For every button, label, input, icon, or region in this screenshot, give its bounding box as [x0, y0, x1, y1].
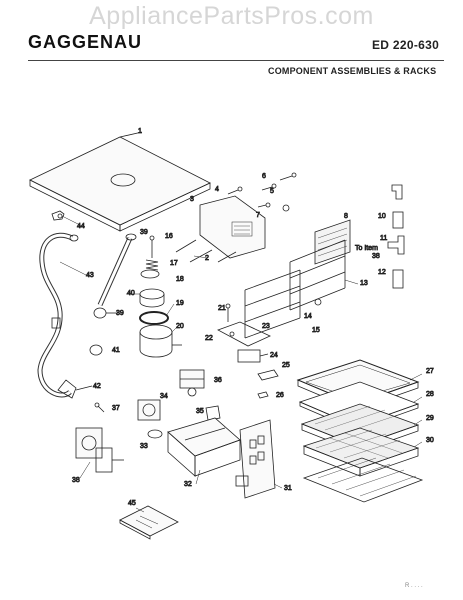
callout-31: 31 — [284, 485, 292, 492]
callout-41: 41 — [112, 347, 120, 354]
callout-35: 35 — [196, 408, 204, 415]
part-clip — [51, 210, 65, 221]
part-o-ring — [147, 429, 163, 439]
callout-33: 33 — [140, 443, 148, 450]
part-fan-grille — [314, 219, 351, 265]
brand-logo: GAGGENAU — [28, 32, 143, 52]
leader-lines — [59, 215, 423, 513]
callout-26: 26 — [276, 392, 284, 399]
part-control-board — [235, 419, 276, 499]
to-item-number: 38 — [372, 253, 380, 260]
part-spring — [145, 259, 159, 271]
callout-10: 10 — [378, 213, 386, 220]
callout-34: 34 — [160, 393, 168, 400]
part-pin — [149, 235, 155, 258]
callout-44: 44 — [77, 223, 85, 230]
callout-40: 40 — [127, 290, 135, 297]
callout-20: 20 — [176, 323, 184, 330]
part-connector — [257, 369, 279, 381]
callout-4: 4 — [215, 186, 219, 193]
model-number: ED 220-630 — [372, 38, 440, 52]
callout-18: 18 — [176, 276, 184, 283]
part-small-fitting — [257, 391, 269, 399]
part-rack-nut — [314, 298, 322, 306]
part-wire-rack — [302, 457, 424, 503]
callout-19: 19 — [176, 300, 184, 307]
callout-11: 11 — [380, 235, 387, 242]
part-hose-clamp — [89, 344, 103, 356]
part-sensor-screw — [225, 303, 231, 322]
part-sensor-housing — [217, 321, 271, 347]
part-solenoid-valve — [179, 369, 205, 397]
callout-13: 13 — [360, 280, 368, 287]
callout-16: 16 — [165, 233, 173, 240]
callout-23: 23 — [262, 323, 270, 330]
part-inlet-tube — [97, 233, 137, 307]
part-fan-bracket — [199, 195, 266, 259]
diagram-subtitle: COMPONENT ASSEMBLIES & RACKS — [268, 66, 437, 76]
part-drain-hose — [37, 232, 79, 398]
part-hose-connector — [93, 307, 118, 319]
callout-12: 12 — [378, 269, 386, 276]
callout-8: 8 — [344, 213, 348, 220]
part-elbow-pipe — [391, 184, 403, 200]
part-gasket — [139, 311, 169, 325]
callout-7: 7 — [256, 212, 260, 219]
callout-45: 45 — [128, 500, 136, 507]
part-inlet-valve — [137, 399, 161, 421]
callout-39-bottom: 39 — [116, 310, 124, 317]
part-screw — [94, 402, 105, 413]
callout-36: 36 — [214, 377, 222, 384]
part-top-panel — [29, 131, 211, 232]
callout-14: 14 — [304, 313, 312, 320]
part-small-bracket — [205, 405, 221, 421]
callout-24: 24 — [270, 352, 278, 359]
callout-6: 6 — [262, 173, 266, 180]
part-tee-fitting — [387, 235, 405, 255]
callout-39-top: 39 — [140, 229, 148, 236]
part-pipe-upper — [392, 211, 404, 229]
part-filter-disc — [140, 269, 160, 279]
to-item-note: To Item — [355, 245, 378, 252]
callout-37: 37 — [112, 405, 120, 412]
callout-25: 25 — [282, 362, 290, 369]
part-grid-rack — [302, 427, 420, 477]
callout-2: 2 — [205, 255, 209, 262]
part-manual — [119, 505, 179, 540]
callout-38: 38 — [72, 477, 80, 484]
part-pipe-lower — [392, 269, 404, 289]
part-thermostat — [237, 349, 269, 363]
callout-28: 28 — [426, 391, 434, 398]
watermark: AppliancePartsPros.com — [89, 2, 374, 30]
callout-32: 32 — [184, 481, 192, 488]
part-screws — [227, 172, 297, 212]
part-elbow-fitting — [57, 379, 93, 399]
callout-29: 29 — [426, 415, 434, 422]
page-footer: R . . . . — [405, 583, 423, 589]
callout-21: 21 — [218, 305, 226, 312]
callout-15: 15 — [312, 327, 320, 334]
callout-1: 1 — [138, 128, 142, 135]
callout-43: 43 — [86, 272, 94, 279]
callout-22: 22 — [205, 335, 213, 342]
callout-3: 3 — [190, 196, 194, 203]
callout-27: 27 — [426, 368, 434, 375]
part-heater-unit — [167, 417, 241, 477]
part-support-rods — [175, 239, 237, 263]
part-float-valve — [139, 288, 165, 308]
part-valve-assembly — [75, 427, 124, 473]
callout-42: 42 — [93, 383, 101, 390]
header-rule — [28, 60, 444, 61]
callout-30: 30 — [426, 437, 434, 444]
callout-5: 5 — [270, 188, 274, 195]
callout-17: 17 — [170, 260, 178, 267]
part-left-rack — [244, 269, 301, 339]
